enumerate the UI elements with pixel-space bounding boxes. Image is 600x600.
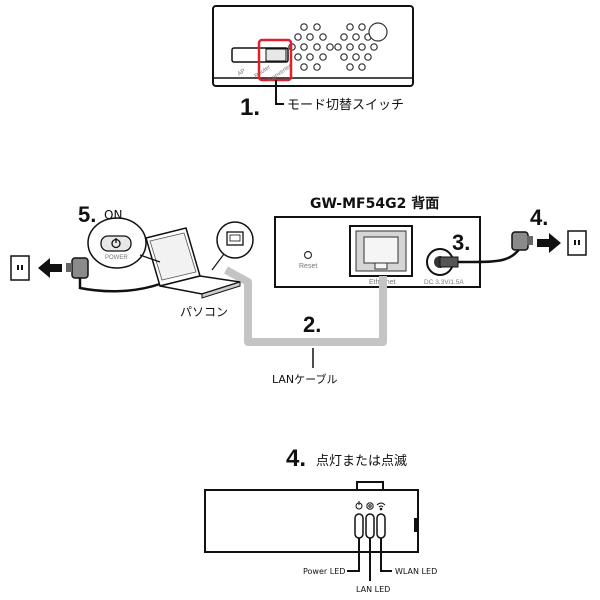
ethernet-port[interactable] [349, 225, 413, 277]
ac-adapter-right [511, 231, 533, 251]
wlan-led [376, 513, 386, 539]
pc-label: パソコン [180, 305, 228, 319]
power-led-callout [347, 538, 360, 572]
led-symbol-icons [355, 501, 386, 511]
lan-led [365, 513, 375, 539]
wlan-led-label: WLAN LED [395, 567, 437, 576]
step-5-number: 5. [78, 202, 96, 227]
step-4b-label: 点灯または点滅 [316, 454, 407, 469]
step-3-number: 3. [452, 230, 470, 255]
arrow-left [38, 258, 62, 278]
reset-label: Reset [299, 263, 317, 270]
switch-label-ap: AP [237, 68, 247, 78]
dc-plug [439, 247, 522, 268]
step-1-label: モード切替スイッチ [287, 98, 404, 113]
wall-outlet-left-icon [10, 255, 30, 281]
power-led [354, 513, 364, 539]
lan-port-zoom-icon [211, 221, 254, 271]
laptop-icon [145, 227, 241, 299]
power-jack-hole [368, 22, 388, 42]
device-front-panel [204, 489, 419, 553]
switch-callout-line [275, 80, 284, 105]
power-button[interactable] [100, 235, 132, 252]
step-5-label: ON [104, 208, 122, 222]
step-1-number: 1. [240, 94, 260, 121]
step-4b-number: 4. [286, 445, 306, 472]
model-title: GW-MF54G2 背面 [310, 195, 439, 212]
power-button-label: POWER [105, 255, 128, 261]
wlan-led-callout [380, 538, 392, 572]
laptop-power-cable [78, 276, 161, 293]
step-4-number: 4. [530, 205, 548, 230]
lan-cable [224, 266, 387, 346]
wall-outlet-right-icon [567, 230, 587, 256]
led-group-bracket [356, 481, 384, 492]
speaker-dots [288, 23, 378, 71]
power-led-label: Power LED [303, 567, 345, 576]
reset-button[interactable] [303, 250, 313, 260]
ac-adapter-left [66, 257, 89, 279]
lan-led-label: LAN LED [356, 585, 390, 594]
arrow-right [537, 233, 561, 253]
dc-label: DC 3.3V/1.5A [424, 279, 464, 286]
cable-label: LANケーブル [272, 372, 337, 386]
step-2-number: 2. [303, 312, 321, 337]
